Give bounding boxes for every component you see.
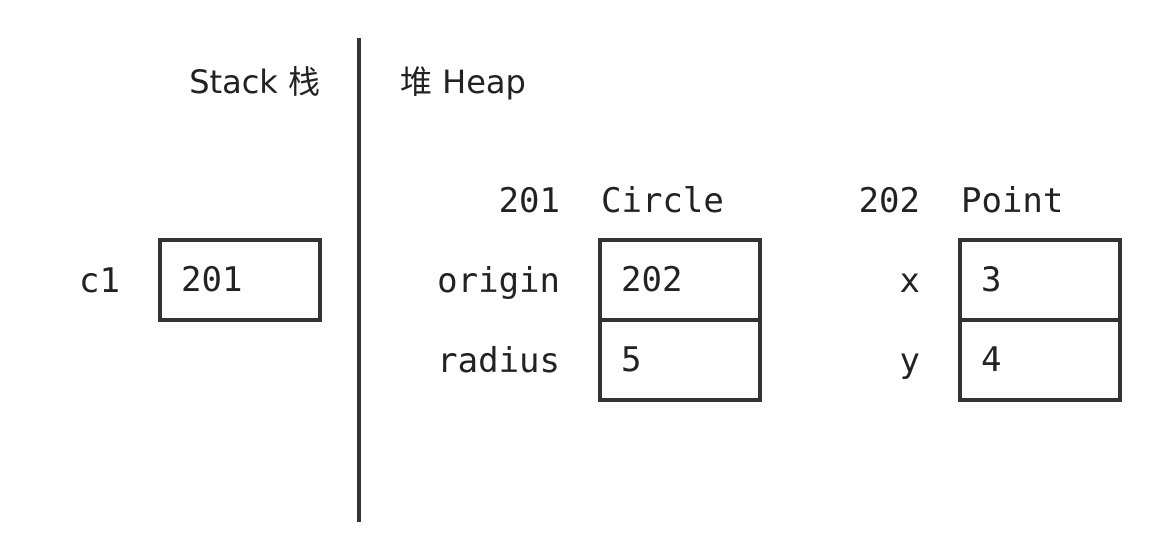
object-type: Point — [961, 181, 1064, 221]
object-address: 201 — [498, 181, 560, 221]
field-cell: 5 — [598, 318, 762, 402]
object-address: 202 — [858, 181, 920, 221]
object-type: Circle — [601, 181, 724, 221]
field-name: origin — [437, 261, 560, 301]
stack-variable-cell: 201 — [158, 238, 322, 322]
field-name: x — [899, 261, 920, 301]
field-value: 5 — [621, 340, 642, 380]
stack-variable-value: 201 — [181, 260, 243, 300]
stack-heap-divider — [357, 38, 361, 522]
field-name: y — [899, 341, 920, 381]
field-cell: 4 — [958, 318, 1122, 402]
field-value: 4 — [981, 340, 1002, 380]
field-cell: 3 — [958, 238, 1122, 322]
heap-heading: 堆 Heap — [400, 63, 526, 101]
stack-variable-name: c1 — [79, 261, 120, 301]
field-value: 202 — [621, 260, 683, 300]
field-value: 3 — [981, 260, 1002, 300]
stack-heading: Stack 栈 — [189, 63, 320, 101]
field-cell: 202 — [598, 238, 762, 322]
field-name: radius — [437, 341, 560, 381]
